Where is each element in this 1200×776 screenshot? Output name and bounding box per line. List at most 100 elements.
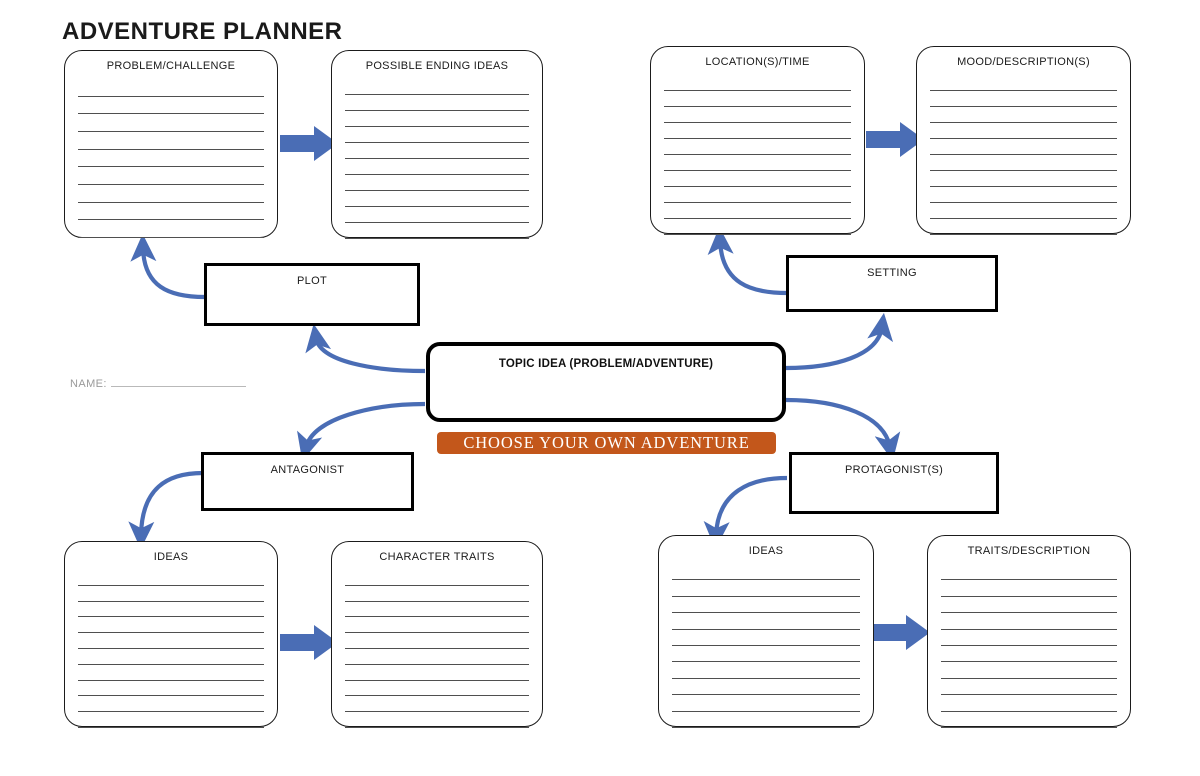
writing-line[interactable] xyxy=(78,617,264,634)
writing-line[interactable] xyxy=(78,633,264,649)
branch-box-protagonist[interactable]: PROTAGONIST(S) xyxy=(789,452,999,514)
writing-line[interactable] xyxy=(930,91,1117,107)
writing-line[interactable] xyxy=(941,662,1117,679)
writing-line[interactable] xyxy=(78,185,264,203)
writing-line[interactable] xyxy=(78,220,264,238)
writing-line[interactable] xyxy=(345,665,529,681)
note-card-antagonist-ideas[interactable]: IDEAS xyxy=(64,541,278,728)
branch-box-antagonist[interactable]: ANTAGONIST xyxy=(201,452,414,511)
writing-line[interactable] xyxy=(345,207,529,223)
writing-line[interactable] xyxy=(345,586,529,602)
writing-line[interactable] xyxy=(78,586,264,602)
writing-line[interactable] xyxy=(664,187,851,203)
writing-line[interactable] xyxy=(672,597,860,614)
note-card-lines[interactable] xyxy=(345,570,529,728)
note-card-locations-time[interactable]: LOCATION(S)/TIME xyxy=(650,46,865,235)
note-card-lines[interactable] xyxy=(672,564,860,728)
writing-line[interactable] xyxy=(78,602,264,618)
writing-line[interactable] xyxy=(941,630,1117,646)
writing-line[interactable] xyxy=(345,159,529,175)
writing-line[interactable] xyxy=(664,107,851,123)
writing-line[interactable] xyxy=(345,681,529,697)
note-card-traits-description[interactable]: TRAITS/DESCRIPTION xyxy=(927,535,1131,728)
branch-box-setting[interactable]: SETTING xyxy=(786,255,998,312)
writing-line[interactable] xyxy=(78,712,264,728)
writing-line[interactable] xyxy=(930,171,1117,187)
writing-line[interactable] xyxy=(930,75,1117,91)
writing-line[interactable] xyxy=(345,712,529,728)
writing-line[interactable] xyxy=(672,580,860,597)
writing-line[interactable] xyxy=(664,155,851,171)
writing-line[interactable] xyxy=(664,203,851,219)
writing-line[interactable] xyxy=(345,79,529,95)
note-card-lines[interactable] xyxy=(78,570,264,728)
writing-line[interactable] xyxy=(672,695,860,712)
writing-line[interactable] xyxy=(345,223,529,239)
writing-line[interactable] xyxy=(78,570,264,586)
note-card-character-traits[interactable]: CHARACTER TRAITS xyxy=(331,541,543,728)
writing-line[interactable] xyxy=(78,97,264,115)
name-input-rule[interactable] xyxy=(110,375,246,387)
writing-line[interactable] xyxy=(664,219,851,235)
writing-line[interactable] xyxy=(672,679,860,696)
writing-line[interactable] xyxy=(664,91,851,107)
writing-line[interactable] xyxy=(345,570,529,586)
writing-line[interactable] xyxy=(941,597,1117,614)
writing-line[interactable] xyxy=(78,665,264,681)
writing-line[interactable] xyxy=(345,617,529,634)
writing-line[interactable] xyxy=(345,175,529,191)
writing-line[interactable] xyxy=(78,696,264,713)
writing-line[interactable] xyxy=(345,633,529,649)
writing-line[interactable] xyxy=(672,630,860,646)
writing-line[interactable] xyxy=(78,150,264,168)
writing-line[interactable] xyxy=(941,564,1117,581)
writing-line[interactable] xyxy=(672,712,860,728)
writing-line[interactable] xyxy=(345,95,529,111)
writing-line[interactable] xyxy=(664,171,851,187)
writing-line[interactable] xyxy=(941,613,1117,630)
branch-box-plot[interactable]: PLOT xyxy=(204,263,420,326)
writing-line[interactable] xyxy=(672,613,860,630)
writing-line[interactable] xyxy=(930,107,1117,123)
writing-line[interactable] xyxy=(345,127,529,143)
writing-line[interactable] xyxy=(941,580,1117,597)
writing-line[interactable] xyxy=(345,191,529,207)
note-card-problem-challenge[interactable]: PROBLEM/CHALLENGE xyxy=(64,50,278,238)
writing-line[interactable] xyxy=(930,187,1117,203)
writing-line[interactable] xyxy=(78,79,264,97)
writing-line[interactable] xyxy=(78,167,264,185)
writing-line[interactable] xyxy=(345,111,529,127)
writing-line[interactable] xyxy=(345,602,529,618)
topic-idea-box[interactable]: TOPIC IDEA (PROBLEM/ADVENTURE) xyxy=(426,342,786,422)
writing-line[interactable] xyxy=(672,662,860,679)
writing-line[interactable] xyxy=(664,75,851,91)
writing-line[interactable] xyxy=(345,649,529,665)
writing-line[interactable] xyxy=(78,132,264,150)
writing-line[interactable] xyxy=(941,695,1117,712)
note-card-lines[interactable] xyxy=(78,79,264,238)
writing-line[interactable] xyxy=(941,712,1117,728)
writing-line[interactable] xyxy=(672,646,860,663)
writing-line[interactable] xyxy=(930,155,1117,171)
note-card-mood-descriptions[interactable]: MOOD/DESCRIPTION(S) xyxy=(916,46,1131,235)
writing-line[interactable] xyxy=(345,143,529,159)
writing-line[interactable] xyxy=(664,123,851,139)
writing-line[interactable] xyxy=(930,123,1117,139)
note-card-lines[interactable] xyxy=(941,564,1117,728)
writing-line[interactable] xyxy=(78,681,264,697)
writing-line[interactable] xyxy=(941,646,1117,663)
writing-line[interactable] xyxy=(664,139,851,155)
name-field[interactable]: NAME: xyxy=(70,375,246,390)
note-card-lines[interactable] xyxy=(930,75,1117,235)
note-card-lines[interactable] xyxy=(345,79,529,239)
writing-line[interactable] xyxy=(672,564,860,581)
writing-line[interactable] xyxy=(78,649,264,665)
note-card-protagonist-ideas[interactable]: IDEAS xyxy=(658,535,874,728)
writing-line[interactable] xyxy=(941,679,1117,696)
writing-line[interactable] xyxy=(930,203,1117,219)
writing-line[interactable] xyxy=(78,114,264,132)
writing-line[interactable] xyxy=(78,203,264,221)
writing-line[interactable] xyxy=(930,139,1117,155)
writing-line[interactable] xyxy=(345,696,529,713)
note-card-possible-ending-ideas[interactable]: POSSIBLE ENDING IDEAS xyxy=(331,50,543,239)
